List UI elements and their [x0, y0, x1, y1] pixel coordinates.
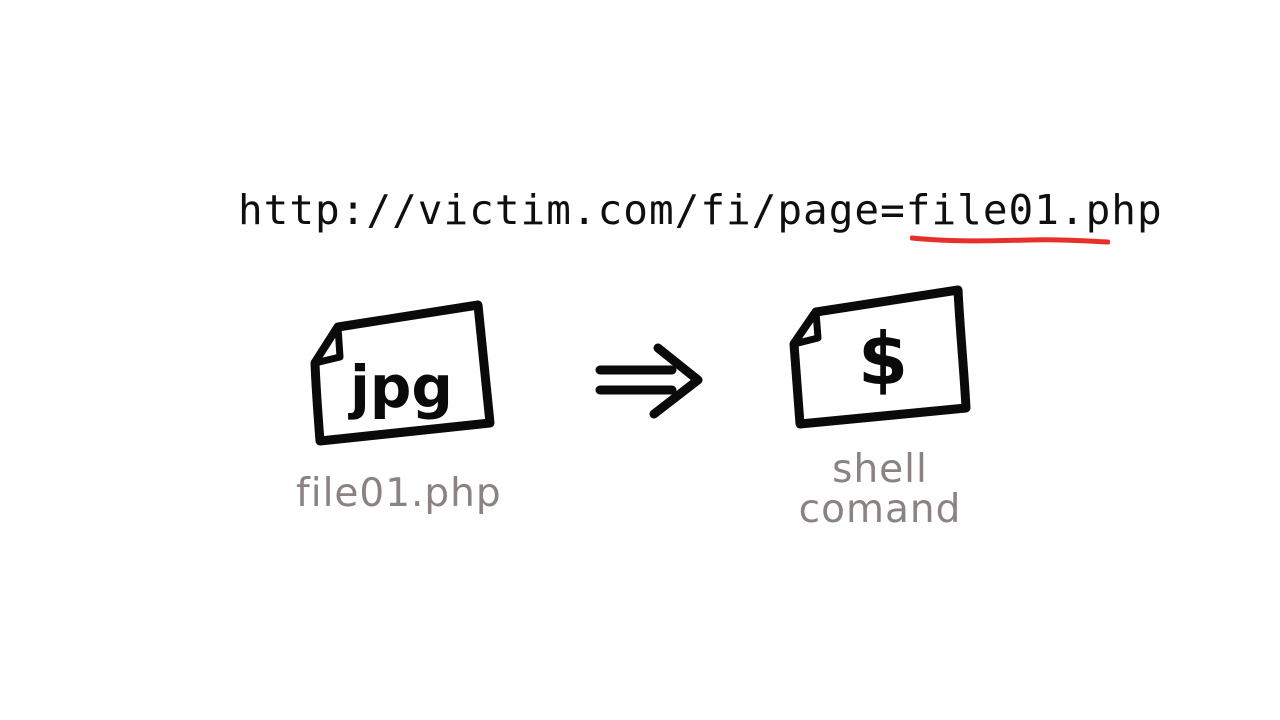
- jpg-file-icon: jpg: [310, 300, 495, 446]
- right-file-caption: shell comand: [794, 450, 966, 530]
- url-filename: file01.php: [905, 186, 1163, 234]
- url-text: http://victim.com/fi/page=file01.php: [238, 186, 1163, 245]
- right-caption-line2: comand: [798, 487, 962, 532]
- url-prefix: http://victim.com/fi/page=: [238, 186, 906, 234]
- red-underline: [909, 235, 1110, 245]
- jpg-label: jpg: [348, 353, 453, 421]
- url-highlight: file01.php: [905, 186, 1163, 245]
- dollar-label: $: [858, 317, 908, 401]
- left-file-caption: file01.php: [296, 471, 502, 516]
- dollar-file-icon: $: [789, 285, 971, 429]
- right-caption-line1: shell: [832, 447, 928, 492]
- double-arrow-right-icon: [595, 343, 703, 419]
